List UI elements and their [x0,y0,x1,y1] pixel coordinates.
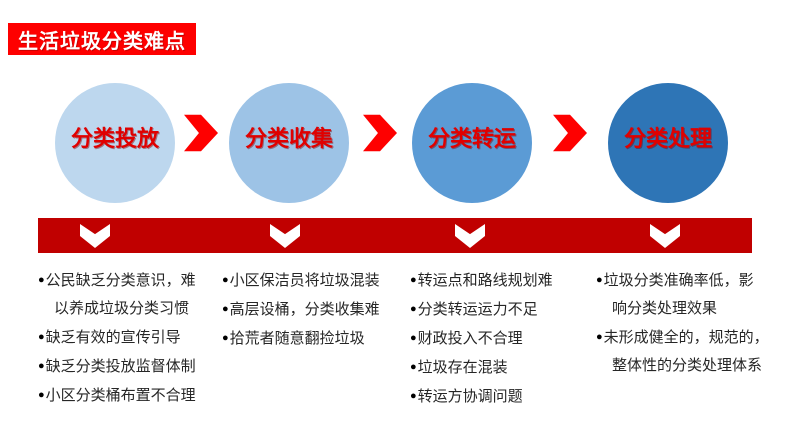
bullet-icon: ● [410,390,417,402]
chevron-down-icon-1 [80,224,110,248]
bullet-point: ●未形成健全的，规范的，整体性的分类处理体系 [596,329,769,374]
bullet-list-2: ●小区保洁员将垃圾混装 ●高层设桶，分类收集难 ●拾荒者随意翻捡垃圾 [222,266,404,353]
bullet-point: ●小区分类桶布置不合理 [38,387,196,404]
bullet-list-4: ●垃圾分类准确率低，影响分类处理效果 ●未形成健全的，规范的，整体性的分类处理体系 [596,266,788,380]
bullet-icon: ● [222,332,229,344]
bullet-icon: ● [38,389,45,401]
bullet-icon: ● [222,274,229,286]
bullet-point: ●转运点和路线规划难 [410,272,553,289]
arrow-right-icon-3 [553,114,587,152]
stage-label-2: 分类收集 [244,126,333,151]
stage-label-4: 分类处理 [623,126,712,151]
bullet-icon: ● [38,274,45,286]
bullet-point: ●缺乏分类投放监督体制 [38,358,196,375]
bullet-icon: ● [410,303,417,315]
stage-points-column-2: ●小区保洁员将垃圾混装 ●高层设桶，分类收集难 ●拾荒者随意翻捡垃圾 [222,266,404,353]
bullet-icon: ● [410,361,417,373]
bullet-list-1: ●公民缺乏分类意识，难以养成垃圾分类习惯 ●缺乏有效的宣传引导 ●缺乏分类投放监督体… [38,266,220,410]
bullet-icon: ● [410,274,417,286]
chevron-down-icon-4 [650,224,680,248]
bullet-point: ●缺乏有效的宣传引导 [38,329,181,346]
bullet-point: ●转运方协调问题 [410,388,523,405]
arrow-right-icon-1 [184,114,218,152]
bullet-icon: ● [222,303,229,315]
stage-points-column-4: ●垃圾分类准确率低，影响分类处理效果 ●未形成健全的，规范的，整体性的分类处理体系 [596,266,788,380]
stage-circle-1: 分类投放 [55,83,175,203]
bullet-point: ●垃圾分类准确率低，影响分类处理效果 [596,272,754,317]
bullet-point: ●高层设桶，分类收集难 [222,301,380,318]
bullet-point: ●小区保洁员将垃圾混装 [222,272,380,289]
bullet-point: ●垃圾存在混装 [410,359,508,376]
bullet-point: ●公民缺乏分类意识，难以养成垃圾分类习惯 [38,272,196,317]
bullet-list-3: ●转运点和路线规划难 ●分类转运运力不足 ●财政投入不合理 ●垃圾存在混装 ●转运方协调… [410,266,592,411]
chevron-down-icon-3 [455,224,485,248]
bullet-point: ●财政投入不合理 [410,330,523,347]
stage-label-1: 分类投放 [70,126,159,151]
title-banner: 生活垃圾分类难点 [8,23,196,55]
bullet-point: ●拾荒者随意翻捡垃圾 [222,330,365,347]
page-title: 生活垃圾分类难点 [18,30,186,53]
stage-label-3: 分类转运 [427,126,516,151]
stage-circle-2: 分类收集 [229,83,349,203]
stage-points-column-1: ●公民缺乏分类意识，难以养成垃圾分类习惯 ●缺乏有效的宣传引导 ●缺乏分类投放监督体… [38,266,220,410]
bullet-icon: ● [596,331,603,343]
bullet-icon: ● [410,332,417,344]
stage-points-column-3: ●转运点和路线规划难 ●分类转运运力不足 ●财政投入不合理 ●垃圾存在混装 ●转运方协调… [410,266,592,411]
arrow-right-icon-2 [363,114,397,152]
bullet-icon: ● [38,331,45,343]
bullet-icon: ● [596,274,603,286]
stage-circle-3: 分类转运 [412,83,532,203]
bullet-point: ●分类转运运力不足 [410,301,538,318]
flow-bar [38,218,752,253]
stage-circle-4: 分类处理 [608,83,728,203]
chevron-down-icon-2 [270,224,300,248]
bullet-icon: ● [38,360,45,372]
